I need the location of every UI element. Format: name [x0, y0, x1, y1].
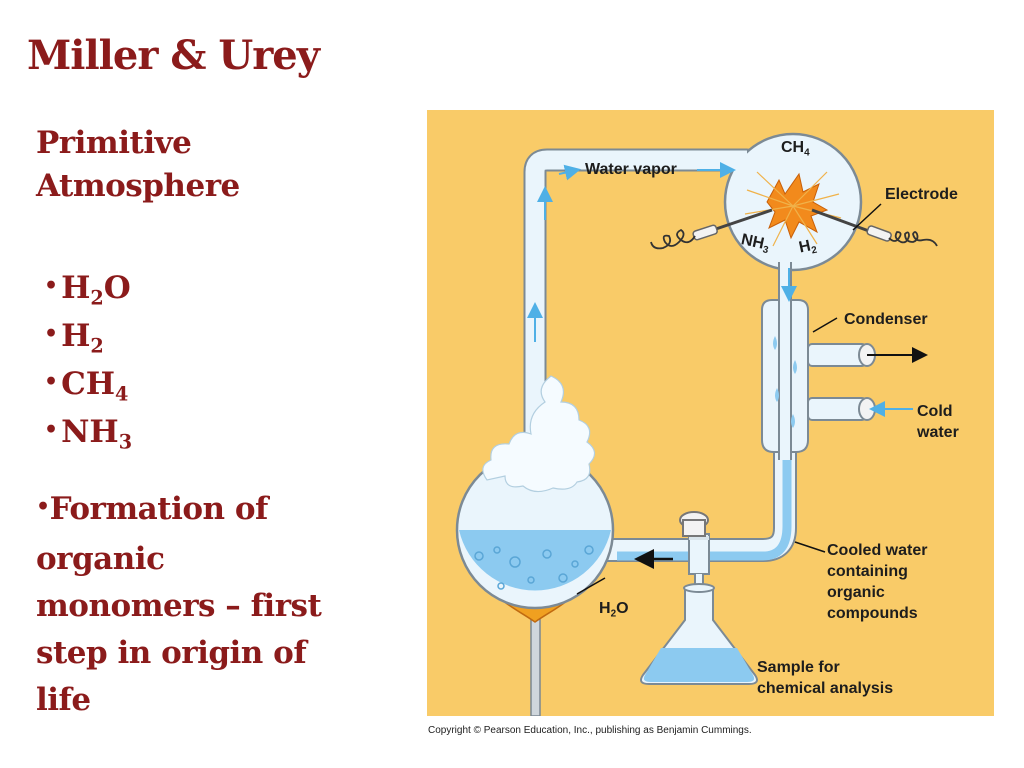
sample-liquid [643, 648, 755, 682]
apparatus-drawing [455, 132, 938, 716]
cooled-water-line-1: Cooled water [827, 542, 928, 559]
gas-base: H [61, 270, 91, 306]
heading-line-2: Atmosphere [36, 168, 240, 204]
bullet: • [44, 321, 59, 347]
cooled-water-line-2: containing [827, 563, 908, 580]
electrode-label: Electrode [885, 186, 958, 203]
formation-bullet: •Formation of organic monomers – first s… [36, 486, 336, 724]
cold-water-line-2: water [917, 424, 959, 441]
bullet: • [44, 417, 59, 443]
condenser-label: Condenser [844, 311, 928, 328]
gas-item-nh3: •NH3 [44, 412, 132, 460]
primitive-atmosphere-heading: Primitive Atmosphere [36, 122, 240, 208]
stopcock-stem [689, 536, 709, 540]
electrode-pointer [852, 203, 882, 231]
h2-label: H2 [797, 235, 818, 257]
gas-tail: O [103, 270, 131, 306]
wire-left [650, 228, 696, 250]
gas-sub: 3 [118, 430, 133, 454]
ch4-base: CH [781, 139, 805, 156]
return-water [617, 460, 792, 561]
h2o-base: H [599, 600, 611, 617]
ch4-label: CH4 [781, 138, 810, 159]
bullet: • [44, 369, 59, 395]
h2o-tail: O [616, 600, 629, 617]
bullet: • [44, 273, 59, 299]
cooled-water-line-3: organic [827, 584, 885, 601]
bullet: • [36, 494, 50, 520]
condenser-droplets [773, 336, 797, 428]
h2o-sub: 2 [610, 608, 617, 620]
water-vapor-arrow-a [558, 164, 581, 181]
condenser-port-in [807, 397, 867, 421]
gas-base: CH [61, 366, 116, 402]
gas-base: NH [61, 414, 119, 450]
cold-water-label: Cold water [917, 401, 959, 443]
gas-list: •H2O •H2 •CH4 •NH3 [44, 268, 132, 460]
slide-title: Miller & Urey [27, 32, 320, 79]
sample-label: Sample for chemical analysis [757, 657, 893, 699]
cold-water-line-1: Cold [917, 403, 953, 420]
sample-line-1: Sample for [757, 659, 840, 676]
condenser-port-out [807, 343, 867, 367]
vapor-plume [482, 375, 596, 493]
h2o-flask-label: H2O [599, 599, 629, 620]
condenser-pointer [812, 317, 838, 333]
h2o-pointer [576, 577, 606, 595]
formation-text: Formation of organic monomers – first st… [36, 491, 322, 718]
ch4-sub: 4 [804, 147, 810, 159]
wire-right [888, 231, 938, 247]
cooled-water-label: Cooled water containing organic compound… [827, 540, 927, 624]
sample-line-2: chemical analysis [757, 680, 894, 697]
electrode-left [706, 208, 773, 234]
gas-item-ch4: •CH4 [44, 364, 132, 412]
gas-sub: 2 [90, 334, 104, 358]
electrode-right [811, 208, 878, 236]
gas-base: H [61, 318, 91, 354]
flask-water [459, 530, 611, 591]
miller-urey-apparatus-figure: Water vapor CH4 NH3 H2 Electrode Condens… [427, 110, 994, 716]
gas-sub: 4 [115, 382, 129, 406]
copyright-notice: Copyright © Pearson Education, Inc., pub… [428, 725, 752, 736]
flask-bubbles [474, 545, 594, 590]
burner-stand [530, 617, 541, 716]
heading-line-1: Primitive [36, 125, 192, 161]
cooled-water-line-4: compounds [827, 605, 918, 622]
gas-item-h2: •H2 [44, 316, 132, 364]
water-vapor-label: Water vapor [585, 161, 677, 178]
cooled-water-pointer [794, 541, 826, 553]
gas-sub: 2 [90, 286, 104, 310]
gas-item-h2o: •H2O [44, 268, 132, 316]
